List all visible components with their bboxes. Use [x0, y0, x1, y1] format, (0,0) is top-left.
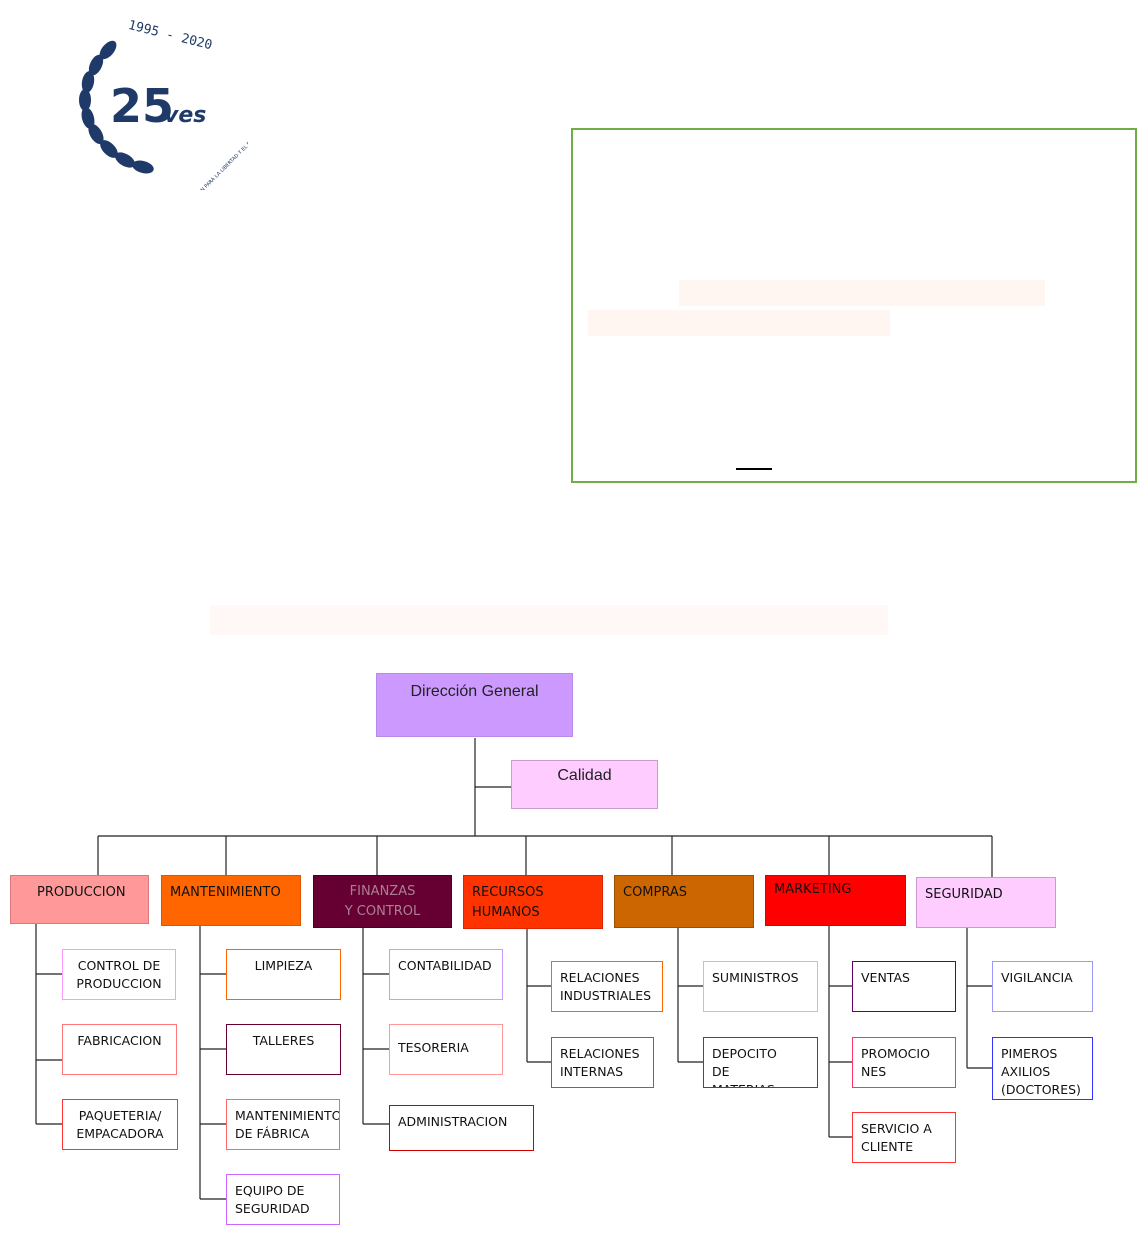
sub-vigilancia: VIGILANCIA: [992, 961, 1093, 1012]
sub-tesoreria: TESORERIA: [389, 1024, 503, 1075]
sub-ventas: VENTAS: [852, 961, 956, 1012]
sub-primeros-auxilios: PIMEROS AXILIOS (DOCTORES): [992, 1037, 1093, 1100]
sub-servicio-a-cliente: SERVICIO A CLIENTE: [852, 1112, 956, 1163]
laurel-wreath-icon: [79, 40, 154, 174]
dept-mantenimiento: MANTENIMIENTO: [161, 875, 301, 926]
dept-finanzas: FINANZAS Y CONTROL: [313, 875, 452, 928]
sub-limpieza: LIMPIEZA: [226, 949, 341, 1000]
dept-compras: COMPRAS: [614, 875, 754, 928]
sub-relaciones-industriales: RELACIONES INDUSTRIALES: [551, 961, 663, 1012]
info-box: [571, 128, 1137, 483]
redacted-title-strip: [210, 605, 888, 635]
sub-talleres: TALLERES: [226, 1024, 341, 1075]
redacted-highlight: [588, 310, 890, 336]
dept-marketing: MARKETING: [765, 875, 906, 926]
sub-promociones: PROMOCIONES: [852, 1037, 956, 1088]
sub-fabricacion: FABRICACION: [62, 1024, 177, 1075]
underline-mark: [736, 468, 772, 470]
sub-suministros: SUMINISTROS: [703, 961, 818, 1012]
dept-recursos-humanos: RECURSOS HUMANOS: [463, 875, 603, 929]
sub-depocito-de-materias: DEPOCITO DE MATERIAS: [703, 1037, 818, 1088]
redacted-highlight: [679, 280, 1045, 306]
logo-mark: 25: [110, 79, 174, 133]
logo-brand: ves: [164, 103, 206, 128]
sub-control-de-produccion: CONTROL DE PRODUCCION: [62, 949, 176, 1000]
logo-motto: EDUCACIÓN PARA LA LIBERTAD Y EL PROGRESO: [180, 122, 248, 190]
org-node-direccion-general: Dirección General: [376, 673, 573, 737]
sub-mantenimiento-de-fabrica: MANTENIMIENTO DE FÁBRICA: [226, 1099, 340, 1150]
sub-paqueteria: PAQUETERIA/ EMPACADORA: [62, 1099, 178, 1150]
sub-equipo-de-seguridad: EQUIPO DE SEGURIDAD: [226, 1174, 340, 1225]
dept-produccion: PRODUCCION: [10, 875, 149, 924]
org-node-calidad: Calidad: [511, 760, 658, 809]
sub-contabilidad: CONTABILIDAD: [389, 949, 503, 1000]
dept-seguridad: SEGURIDAD: [916, 877, 1056, 928]
institution-logo: 1995 - 2020 25 ves EDUCACIÓN PARA LA LIB…: [79, 18, 248, 190]
sub-administracion: ADMINISTRACION: [389, 1105, 534, 1151]
sub-relaciones-internas: RELACIONES INTERNAS: [551, 1037, 654, 1088]
logo-years: 1995 - 2020: [126, 18, 213, 53]
